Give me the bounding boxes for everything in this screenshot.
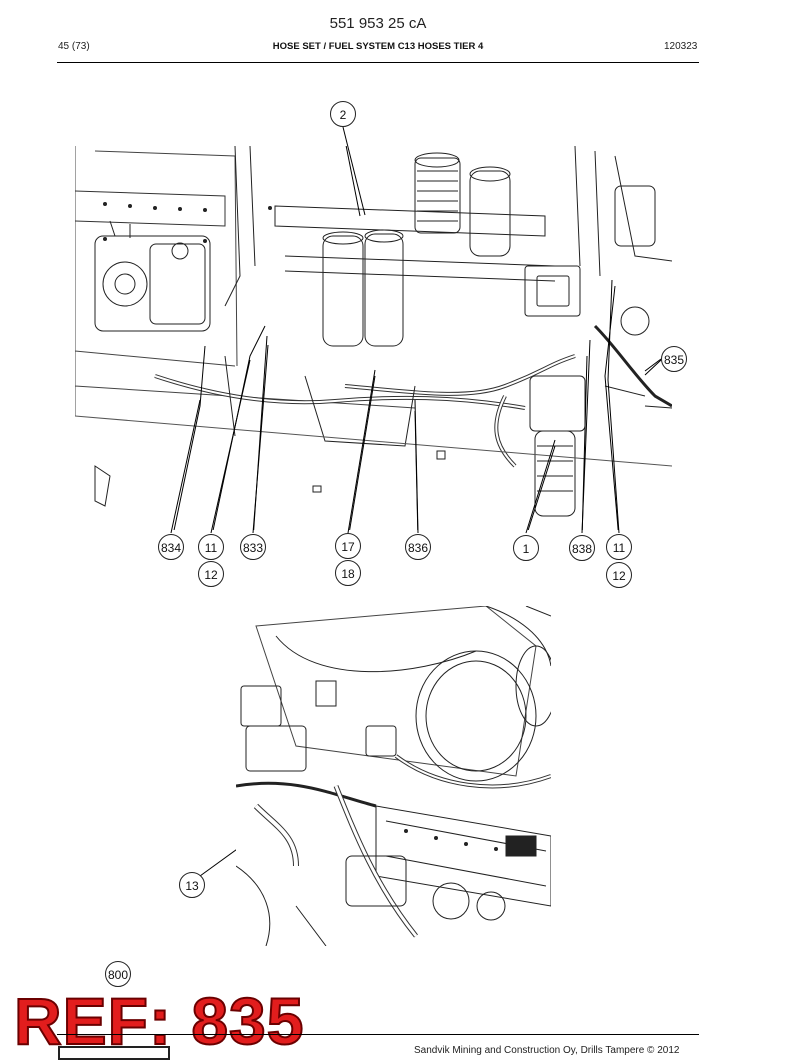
callout-836: 836 [405,534,431,560]
callout-1: 1 [513,535,539,561]
callout-834: 834 [158,534,184,560]
engine-drawing-bottom [236,606,551,946]
callout-838: 838 [569,535,595,561]
callout-835: 835 [661,346,687,372]
footer-logo [58,1046,170,1060]
engine-drawing-top [75,146,672,530]
callout-13: 13 [179,872,205,898]
callout-18: 18 [335,560,361,586]
callout-12-right: 12 [606,562,632,588]
callout-2: 2 [330,101,356,127]
callout-11-right: 11 [606,534,632,560]
doc-number: 551 953 25 cA [329,15,427,32]
doc-date: 120323 [664,41,698,52]
footer-copyright: Sandvik Mining and Construction Oy, Dril… [414,1045,680,1056]
reference-stamp: REF: 835 [13,984,305,1058]
header-rule [57,62,699,63]
footer-rule [57,1034,699,1035]
callout-17: 17 [335,533,361,559]
callout-11-left: 11 [198,534,224,560]
page-number: 45 (73) [58,41,90,52]
page-title: HOSE SET / FUEL SYSTEM C13 HOSES TIER 4 [272,41,484,52]
callout-12-left: 12 [198,561,224,587]
callout-800: 800 [105,961,131,987]
callout-833: 833 [240,534,266,560]
